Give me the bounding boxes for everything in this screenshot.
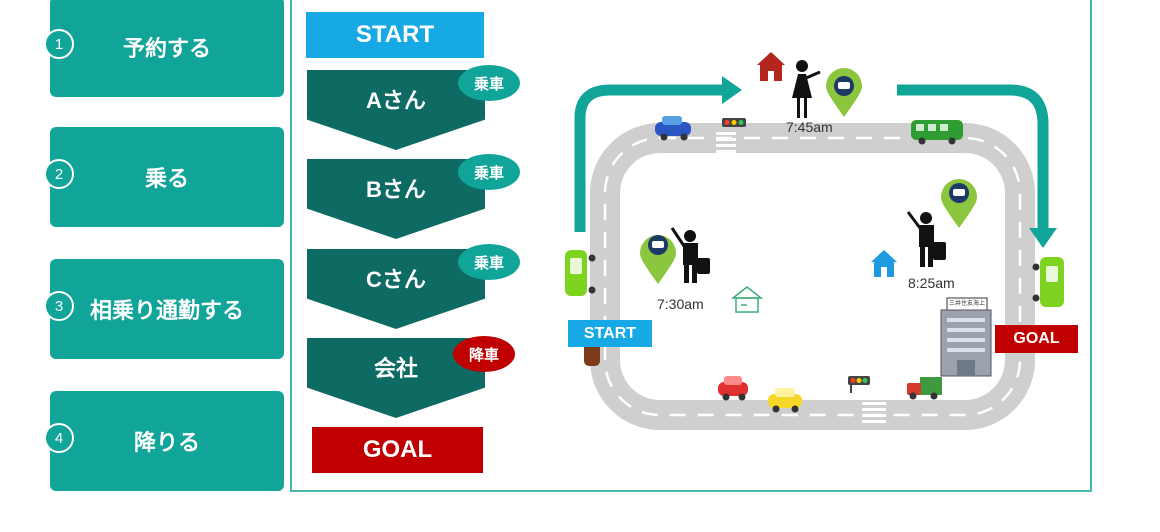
flow-start: START xyxy=(306,12,484,58)
yellow-car-icon xyxy=(768,388,802,413)
route-arrow-right xyxy=(897,84,1049,228)
man-passenger-icon xyxy=(906,211,946,267)
man-passenger-icon xyxy=(670,227,710,283)
truck-icon xyxy=(907,377,942,400)
step-label: 予約する xyxy=(122,36,211,61)
flow-stop-label: 会社 xyxy=(373,356,418,381)
blue-house-icon xyxy=(871,250,897,277)
route-arrow-left xyxy=(574,84,722,232)
step-number: 4 xyxy=(44,423,74,453)
crosswalk-top-icon xyxy=(716,132,736,153)
ride-badge: 乗車 xyxy=(458,244,520,280)
map-goal-label: GOAL xyxy=(995,325,1078,353)
blue-car-icon xyxy=(655,116,691,141)
green-bus-icon xyxy=(911,120,963,145)
bus-pin-icon xyxy=(826,68,862,117)
traffic-light-icon xyxy=(848,376,870,393)
traffic-light-icon xyxy=(722,118,746,127)
start-green-car-icon xyxy=(565,250,596,296)
ride-badge: 乗車 xyxy=(458,154,520,190)
dropoff-badge: 降車 xyxy=(453,336,515,372)
step-number: 3 xyxy=(44,291,74,321)
green-house-icon xyxy=(730,286,764,313)
step-3-commute: 3 相乗り通勤する xyxy=(44,259,284,359)
red-car-icon xyxy=(718,376,748,401)
flow-stop-label: Cさん xyxy=(366,267,426,292)
crosswalk-bottom-icon xyxy=(862,402,886,423)
time-label: 7:45am xyxy=(786,119,833,135)
goal-green-car-icon xyxy=(1032,257,1064,307)
bus-pin-icon xyxy=(640,235,676,284)
step-number: 2 xyxy=(44,159,74,189)
woman-passenger-icon xyxy=(792,60,821,118)
arrow-head-icon xyxy=(1029,228,1057,248)
time-label: 8:25am xyxy=(908,275,955,291)
step-1-reserve: 1 予約する xyxy=(44,0,284,97)
road-center-line xyxy=(603,136,1022,417)
red-house-icon xyxy=(757,52,785,81)
ride-badge: 乗車 xyxy=(458,65,520,101)
map-start-label: START xyxy=(568,320,652,347)
building-sign: 三井住友海上 xyxy=(948,301,985,307)
step-2-ride: 2 乗る xyxy=(44,127,284,227)
route-map xyxy=(565,52,1064,430)
step-label: 相乗り通勤する xyxy=(89,298,244,323)
flow-goal: GOAL xyxy=(312,427,483,473)
time-label: 7:30am xyxy=(657,296,704,312)
step-label: 乗る xyxy=(144,166,189,191)
flow-stop-label: Aさん xyxy=(366,88,426,113)
flow-stop-label: Bさん xyxy=(366,177,426,202)
bus-pin-icon xyxy=(941,179,977,228)
step-number: 1 xyxy=(44,29,74,59)
arrow-head-icon xyxy=(722,76,742,104)
step-label: 降りる xyxy=(133,430,200,455)
step-4-getoff: 4 降りる xyxy=(44,391,284,491)
office-building-icon xyxy=(940,297,992,377)
